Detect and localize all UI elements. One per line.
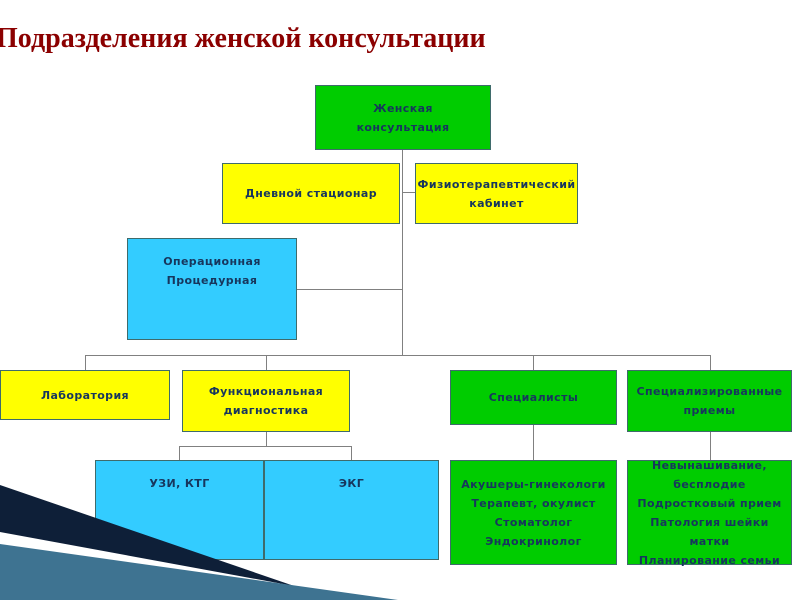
node-appointments-list: Невынашивание, бесплодие Подростковый пр… xyxy=(627,459,792,567)
connector-drop-ekg xyxy=(351,446,352,460)
connector-appointments-down xyxy=(710,432,711,460)
node-operating-procedure: Операционная Процедурная xyxy=(127,238,297,340)
node-ekg: ЭКГ xyxy=(264,460,439,560)
node-physiotherapy-room: Физиотерапевтический кабинет xyxy=(415,163,578,224)
node-specialists: Специалисты xyxy=(450,370,617,425)
connector-drop-uzi xyxy=(179,446,180,460)
node-specialists-list: Акушеры-гинекологи Терапевт, окулист Сто… xyxy=(450,460,617,565)
node-day-hospital: Дневной стационар xyxy=(222,163,400,224)
node-womens-consultation: Женская консультация xyxy=(315,85,491,150)
connector-drop-laboratory xyxy=(85,355,86,370)
connector-funcdiag-down xyxy=(266,432,267,446)
connector-root-vertical xyxy=(402,150,403,355)
connector-drop-spec-appts xyxy=(710,355,711,370)
connector-specialists-down xyxy=(533,425,534,460)
corner-decoration xyxy=(0,485,398,600)
connector-main-horizontal xyxy=(85,355,711,356)
decoration-blue-triangle xyxy=(0,544,398,600)
connector-funcdiag-horizontal xyxy=(179,446,352,447)
connector-drop-specialists xyxy=(533,355,534,370)
slide-title: Подразделения женской консультации xyxy=(0,23,486,54)
connector-physio-stub xyxy=(402,192,415,193)
node-laboratory: Лаборатория xyxy=(0,370,170,420)
connector-operating-branch xyxy=(297,289,402,290)
connector-drop-func-diag xyxy=(266,355,267,370)
node-specialized-appointments: Специализированные приемы xyxy=(627,370,792,432)
node-functional-diagnostics: Функциональная диагностика xyxy=(182,370,350,432)
